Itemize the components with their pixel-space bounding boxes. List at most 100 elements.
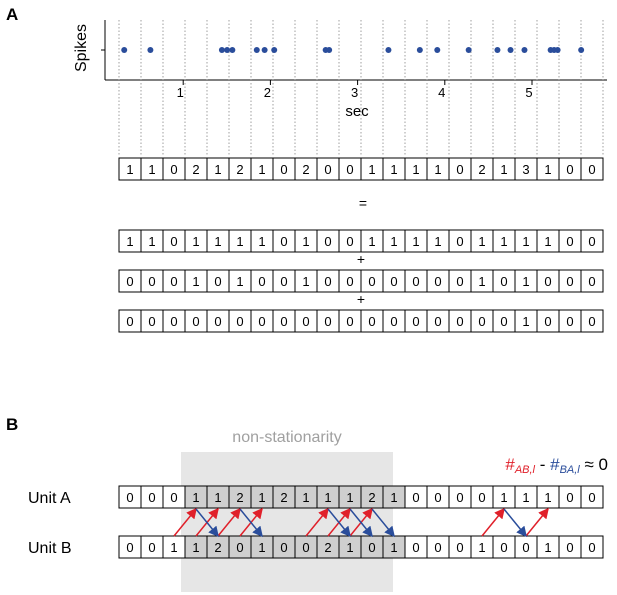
bin-cell: [580, 485, 604, 509]
bin-value: 1: [192, 274, 199, 289]
bin-value: 1: [434, 162, 441, 177]
spike-dot: [229, 47, 236, 53]
bin-cell: [580, 535, 604, 559]
ba-arrow: [195, 508, 219, 538]
ab-arrow: [173, 507, 197, 537]
unit-b-label: Unit B: [28, 540, 72, 557]
ba-arrow: [371, 508, 395, 538]
bin-value: 2: [478, 162, 485, 177]
bin-value: 1: [412, 234, 419, 249]
bin-cell: [580, 269, 604, 293]
bin-value: 1: [192, 490, 199, 505]
bin-value: 0: [588, 234, 595, 249]
bin-value: 0: [456, 234, 463, 249]
bin-value: 0: [588, 162, 595, 177]
bin-value: 2: [214, 540, 221, 555]
bin-value: 0: [258, 314, 265, 329]
bin-value: 0: [588, 540, 595, 555]
approx-zero: ≈ 0: [580, 455, 608, 474]
coincidence-arrows: [173, 507, 549, 538]
ab-count-symbol: #: [505, 455, 515, 474]
spike-dot: [416, 47, 423, 53]
minus-sign: -: [535, 455, 550, 474]
ba-arrow: [349, 508, 373, 538]
equals-sign: =: [359, 195, 367, 211]
ba-arrow: [503, 508, 527, 538]
bin-value: 2: [192, 162, 199, 177]
bin-value: 0: [280, 234, 287, 249]
bin-value: 1: [192, 540, 199, 555]
bin-value: 0: [148, 490, 155, 505]
bin-value: 1: [126, 234, 133, 249]
bin-cell: [580, 157, 604, 181]
bin-value: 0: [214, 314, 221, 329]
bin-value: 0: [478, 314, 485, 329]
spike-dot: [218, 47, 225, 53]
bin-value: 1: [236, 274, 243, 289]
bin-value: 0: [346, 234, 353, 249]
panel-b-letter: B: [6, 415, 18, 434]
bin-value: 0: [148, 274, 155, 289]
bin-value: 1: [544, 162, 551, 177]
bin-cell: [580, 309, 604, 333]
unit-a-label: Unit A: [28, 490, 71, 507]
bin-value: 1: [478, 234, 485, 249]
bin-value: 1: [302, 490, 309, 505]
bin-value: 1: [258, 234, 265, 249]
bin-value: 1: [214, 234, 221, 249]
bin-value: 0: [390, 314, 397, 329]
bin-value: 0: [324, 274, 331, 289]
bin-value: 0: [126, 540, 133, 555]
bin-value: 0: [346, 162, 353, 177]
spike-dot: [494, 47, 501, 53]
bin-value: 1: [390, 234, 397, 249]
bin-value: 1: [126, 162, 133, 177]
bin-value: 0: [588, 314, 595, 329]
bin-value: 1: [258, 490, 265, 505]
bin-value: 0: [280, 274, 287, 289]
bin-value: 0: [148, 540, 155, 555]
bin-value: 0: [456, 162, 463, 177]
bin-value: 1: [390, 490, 397, 505]
bin-value: 0: [324, 162, 331, 177]
bin-value: 0: [588, 490, 595, 505]
ab-arrow: [481, 507, 505, 537]
bin-value: 2: [324, 540, 331, 555]
bin-value: 0: [368, 274, 375, 289]
bin-value: 0: [566, 540, 573, 555]
spike-dot: [326, 47, 333, 53]
bin-value: 1: [478, 540, 485, 555]
spike-dot: [261, 47, 268, 53]
ba-subscript: BA,l: [560, 464, 581, 476]
bin-value: 1: [368, 234, 375, 249]
bin-value: 1: [346, 490, 353, 505]
bin-value: 3: [522, 162, 529, 177]
balance-formula: #AB,l - #BA,l ≈ 0: [505, 455, 608, 476]
bin-value: 0: [170, 234, 177, 249]
bin-value: 1: [390, 540, 397, 555]
bin-value: 0: [522, 540, 529, 555]
bin-value: 0: [412, 490, 419, 505]
spike-dot: [224, 47, 231, 53]
spike-dot: [434, 47, 441, 53]
bin-value: 1: [522, 274, 529, 289]
bin-value: 0: [434, 490, 441, 505]
bin-value: 1: [192, 234, 199, 249]
spike-dot: [385, 47, 392, 53]
bin-value: 1: [302, 274, 309, 289]
bin-value: 2: [236, 490, 243, 505]
plus-sign-2: +: [357, 291, 365, 307]
bin-value: 1: [258, 162, 265, 177]
spikes-axis-label: Spikes: [73, 24, 90, 72]
ab-subscript: AB,l: [514, 464, 536, 476]
bin-value: 0: [412, 314, 419, 329]
bin-value: 0: [214, 274, 221, 289]
bin-value: 1: [544, 490, 551, 505]
bin-value: 1: [324, 490, 331, 505]
bin-value: 0: [500, 540, 507, 555]
bin-value: 0: [302, 314, 309, 329]
bin-value: 0: [280, 314, 287, 329]
spike-dot: [271, 47, 278, 53]
